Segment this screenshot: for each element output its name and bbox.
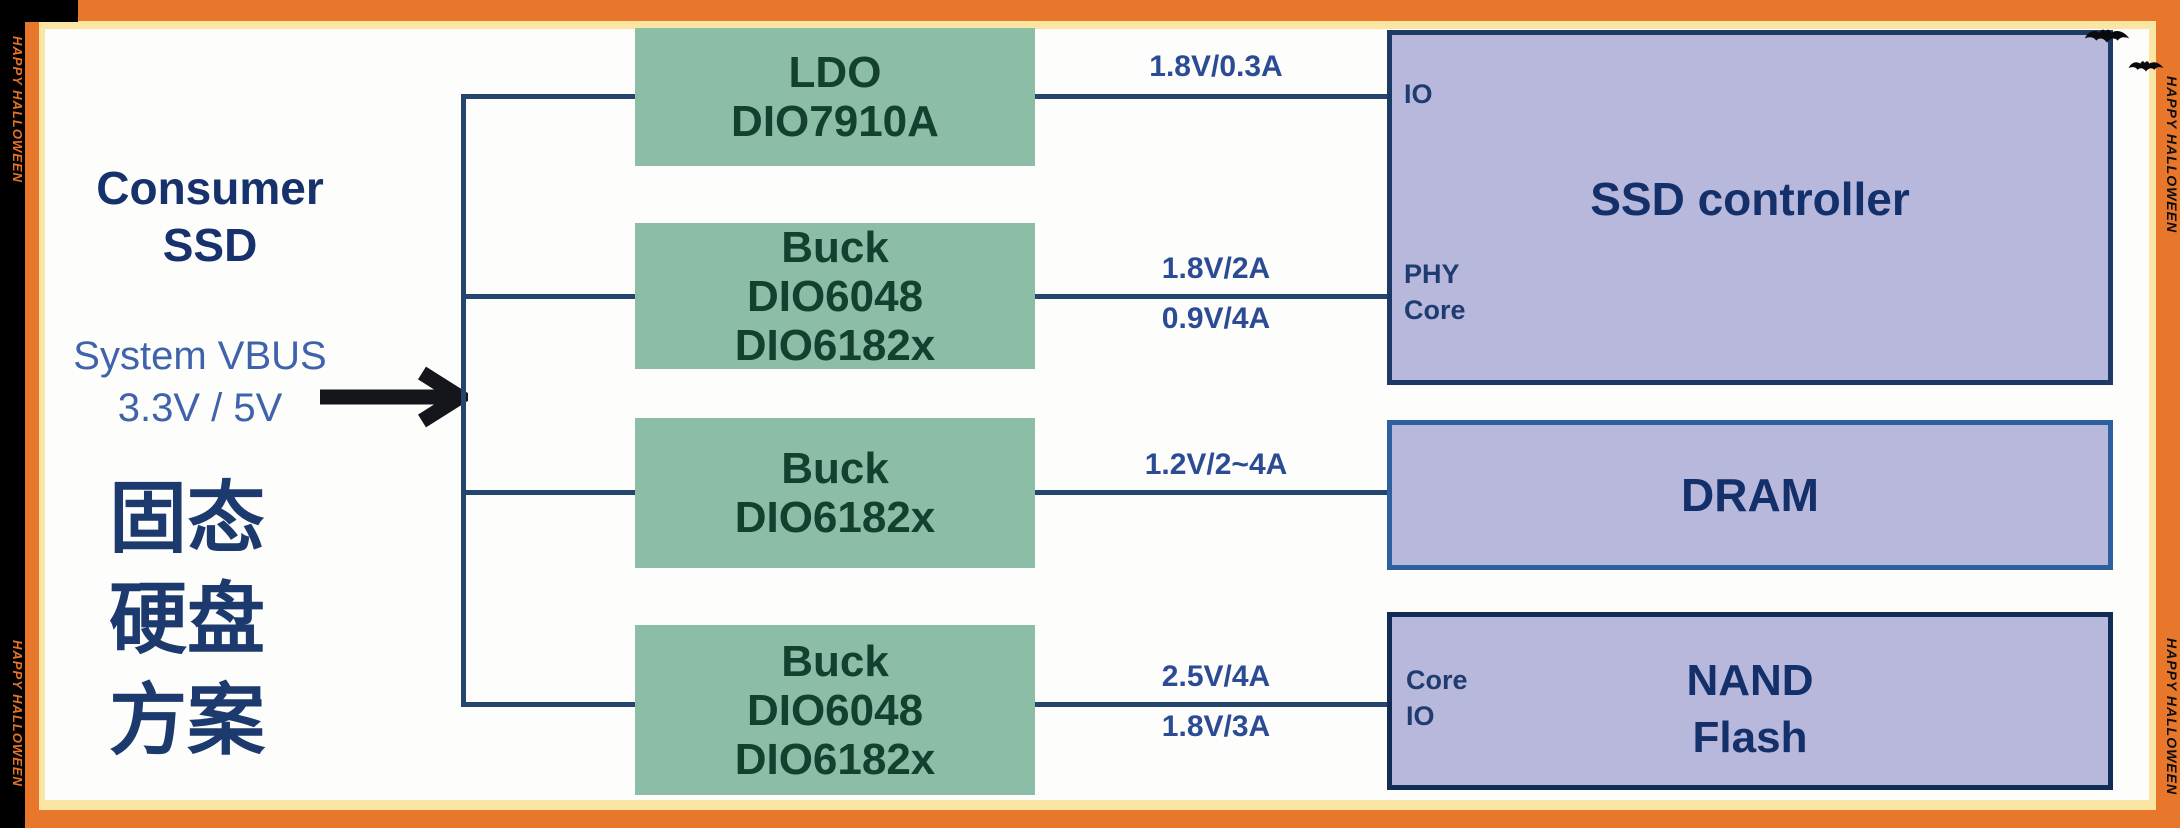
branch-wire-ldo: [461, 94, 637, 99]
ldo-line2: DIO7910A: [731, 97, 939, 146]
diagram-title: Consumer SSD: [40, 160, 380, 274]
block-ssd-controller: [1387, 30, 2113, 385]
diagram-title-line1: Consumer: [96, 162, 324, 214]
chinese-caption-line3: 方案: [108, 676, 265, 764]
buck3-line3: DIO6182x: [734, 734, 936, 784]
diagram-title-line2: SSD: [162, 219, 258, 271]
rail-wire-nand: [1033, 702, 1389, 707]
rail-label-2v5-4a: 2.5V/4A: [1161, 660, 1271, 693]
block-buck-dio6048-dio6182x: Buck DIO6048 DIO6182x: [635, 222, 1035, 370]
ssd-pin-io: IO: [1404, 79, 1433, 109]
dram-title: DRAM: [1681, 469, 1819, 521]
block-buck-dio6182x: Buck DIO6182x: [635, 418, 1035, 568]
rail-label-0v9-4a: 0.9V/4A: [1161, 302, 1271, 335]
nand-pin-io: IO: [1406, 701, 1435, 731]
block-buck2-dio6048-dio6182x: Buck DIO6048 DIO6182x: [635, 625, 1035, 795]
buck3-line1: Buck: [781, 636, 889, 686]
rail-wire-io: [1033, 94, 1389, 99]
rail-wire-dram: [1033, 490, 1389, 495]
buck2-line1: Buck: [781, 444, 889, 493]
nand-pin-core: Core: [1406, 665, 1468, 695]
chinese-caption: 固态 硬盘 方案: [102, 468, 272, 771]
frame-border-left: [25, 0, 39, 828]
buck1-line2: DIO6048: [746, 271, 924, 321]
vbus-input-label: System VBUS 3.3V / 5V: [25, 330, 375, 434]
bat-icon: [2128, 61, 2164, 72]
branch-wire-buck3: [461, 702, 637, 707]
happy-halloween-label: HAPPY HALLOWEEN: [10, 640, 25, 787]
ssd-pin-phy: PHY: [1404, 259, 1460, 289]
block-ldo-dio7910a: LDO DIO7910A: [635, 28, 1035, 166]
vbus-trunk-wire: [461, 94, 466, 707]
vbus-label-line2: 3.3V / 5V: [117, 386, 283, 430]
nand-title-line2: Flash: [1692, 713, 1808, 762]
rail-wire-phy-core: [1033, 294, 1389, 299]
frame-black-bar-left: [0, 0, 25, 828]
block-nand-flash: [1387, 612, 2113, 790]
buck1-line3: DIO6182x: [734, 320, 936, 370]
nand-flash-title: NAND Flash: [1387, 652, 2113, 766]
buck3-line2: DIO6048: [746, 685, 924, 735]
frame-border-right: [2156, 0, 2180, 828]
ssd-controller-title: SSD controller: [1590, 173, 1910, 225]
bat-icon: [2084, 29, 2130, 43]
vbus-label-line1: System VBUS: [73, 334, 327, 378]
chinese-caption-line1: 固态: [108, 474, 265, 562]
ldo-line1: LDO: [788, 48, 882, 97]
happy-halloween-label: HAPPY HALLOWEEN: [2164, 638, 2180, 796]
rail-label-1v8-3a: 1.8V/3A: [1161, 710, 1271, 743]
vbus-arrow-icon: [320, 366, 468, 428]
branch-wire-buck1: [461, 294, 637, 299]
frame-border-top: [0, 0, 2180, 21]
ssd-pin-core: Core: [1404, 295, 1466, 325]
buck2-line2: DIO6182x: [734, 493, 936, 542]
chinese-caption-line2: 硬盘: [108, 575, 265, 663]
nand-pin-core-io: Core IO: [1406, 662, 1468, 734]
nand-title-line1: NAND: [1686, 656, 1814, 705]
rail-label-1v8-2a: 1.8V/2A: [1161, 252, 1271, 285]
happy-halloween-label: HAPPY HALLOWEEN: [2164, 76, 2180, 234]
buck1-line1: Buck: [781, 222, 889, 272]
ssd-pin-phy-core: PHY Core: [1404, 256, 1466, 328]
rail-label-1v2-2-4a: 1.2V/2~4A: [1144, 448, 1288, 481]
rail-label-1v8-0a3: 1.8V/0.3A: [1149, 50, 1283, 83]
frame-border-bottom: [0, 810, 2180, 828]
frame-black-corner: [0, 0, 78, 22]
block-dram: [1387, 420, 2113, 570]
branch-wire-buck2: [461, 490, 637, 495]
happy-halloween-label: HAPPY HALLOWEEN: [10, 36, 25, 183]
